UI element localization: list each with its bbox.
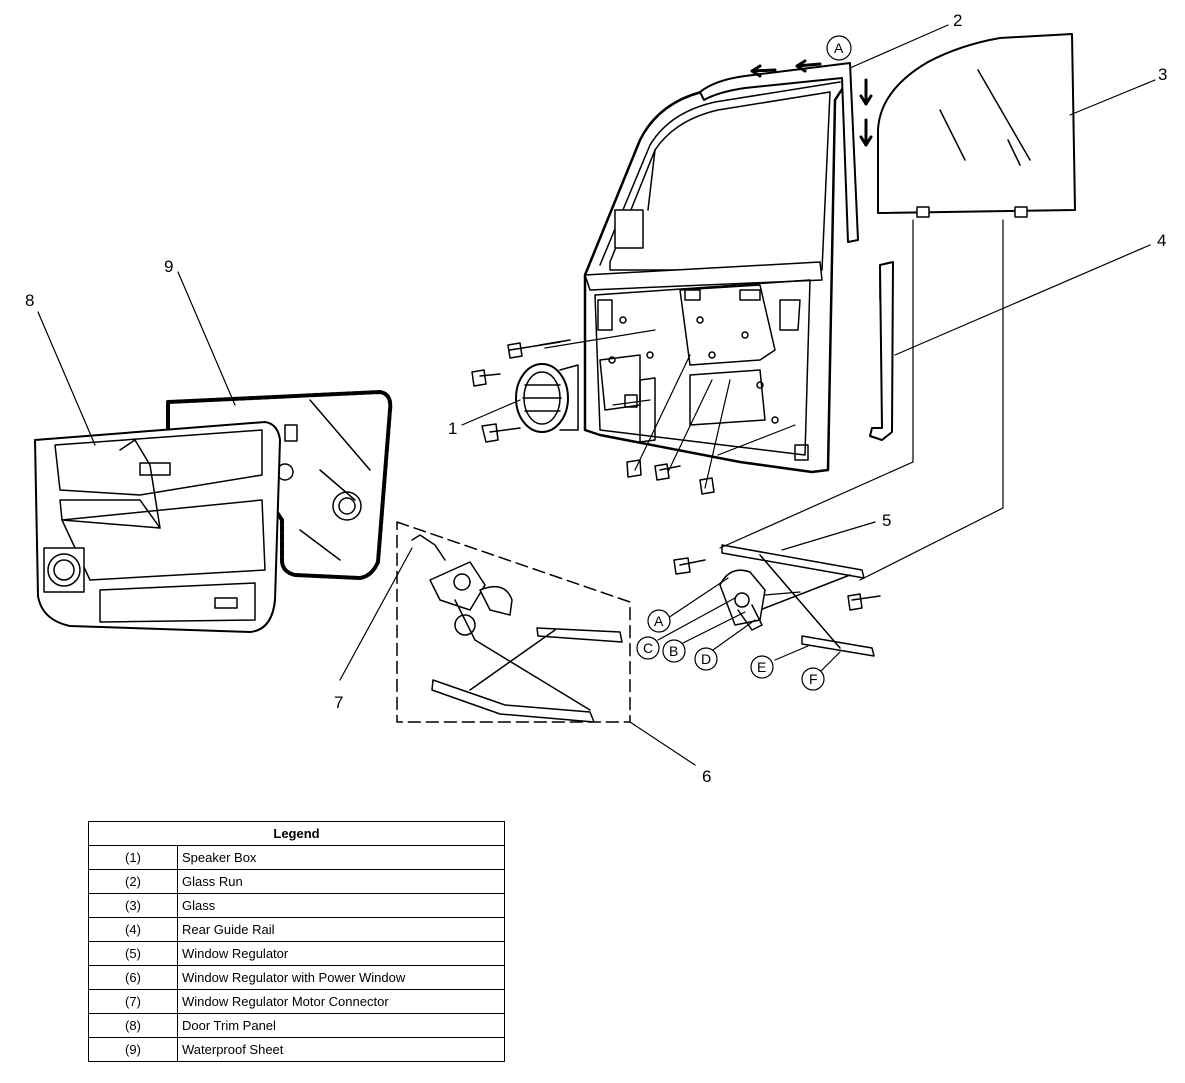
- power-window-regulator: [396, 521, 631, 723]
- legend-description: Window Regulator: [177, 941, 505, 966]
- letter-a: A: [654, 613, 664, 629]
- legend-description: Speaker Box: [177, 845, 505, 870]
- callout-9: 9: [164, 257, 173, 276]
- letter-c: C: [643, 640, 653, 656]
- legend-number: (2): [88, 869, 178, 894]
- callout-3: 3: [1158, 65, 1167, 84]
- legend-number: (7): [88, 989, 178, 1014]
- letter-top-a: A: [834, 40, 844, 56]
- legend-row: (2)Glass Run: [88, 869, 505, 894]
- direction-arrows: [750, 59, 873, 147]
- glass-run: [699, 62, 859, 243]
- legend-number: (3): [88, 893, 178, 918]
- legend-table: Legend (1)Speaker Box (2)Glass Run (3)Gl…: [88, 821, 505, 1062]
- legend-description: Rear Guide Rail: [177, 917, 505, 942]
- legend-row: (7)Window Regulator Motor Connector: [88, 989, 505, 1014]
- legend-number: (6): [88, 965, 178, 990]
- legend-description: Window Regulator Motor Connector: [177, 989, 505, 1014]
- legend-row: (4)Rear Guide Rail: [88, 917, 505, 942]
- glass: [877, 33, 1076, 218]
- legend-description: Glass Run: [177, 869, 505, 894]
- letter-b: B: [669, 643, 678, 659]
- legend-number: (9): [88, 1037, 178, 1062]
- legend-description: Window Regulator with Power Window: [177, 965, 505, 990]
- door-trim-panel: [34, 421, 281, 633]
- legend-row: (6)Window Regulator with Power Window: [88, 965, 505, 990]
- callout-1: 1: [448, 419, 457, 438]
- legend-row: (1)Speaker Box: [88, 845, 505, 870]
- window-regulator: [719, 544, 875, 657]
- legend-row: (8)Door Trim Panel: [88, 1013, 505, 1038]
- legend-title: Legend: [88, 821, 505, 846]
- legend-description: Waterproof Sheet: [177, 1037, 505, 1062]
- door-inner-panel: [583, 66, 852, 474]
- callout-2: 2: [953, 11, 962, 30]
- callout-8: 8: [25, 291, 34, 310]
- legend-row: (5)Window Regulator: [88, 941, 505, 966]
- rear-guide-rail: [869, 261, 894, 441]
- callout-4: 4: [1157, 231, 1166, 250]
- callout-7: 7: [334, 693, 343, 712]
- legend-number: (8): [88, 1013, 178, 1038]
- legend-description: Door Trim Panel: [177, 1013, 505, 1038]
- legend-description: Glass: [177, 893, 505, 918]
- legend-row: (3)Glass: [88, 893, 505, 918]
- letter-circles: [636, 35, 852, 691]
- speaker-box: [515, 363, 579, 433]
- callout-6: 6: [702, 767, 711, 786]
- letter-d: D: [701, 651, 711, 667]
- letter-f: F: [809, 671, 818, 687]
- legend-number: (5): [88, 941, 178, 966]
- letter-e: E: [757, 659, 766, 675]
- legend-row: (9)Waterproof Sheet: [88, 1037, 505, 1062]
- legend-number: (4): [88, 917, 178, 942]
- bolts: [471, 339, 881, 611]
- callout-5: 5: [882, 511, 891, 530]
- leader-lines: [37, 24, 1156, 766]
- legend-number: (1): [88, 845, 178, 870]
- door-exploded-diagram: 1 2 3 4 5 6 7 8 9 A A C B D E F: [25, 11, 1167, 786]
